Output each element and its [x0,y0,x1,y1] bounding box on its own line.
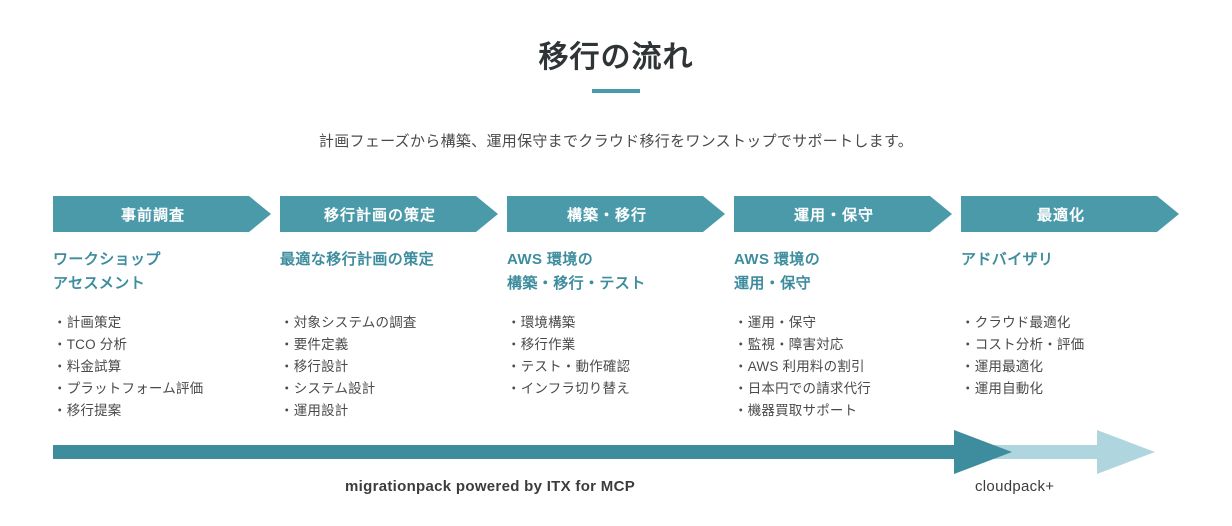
phase-chevron-label: 移行計画の策定 [323,206,436,224]
title-divider [592,89,640,93]
phase-column-2: 最適な移行計画の策定 ・対象システムの調査 ・要件定義 ・移行設計 ・システム設… [280,248,492,422]
phase-chevron-2: 移行計画の策定 [280,196,498,232]
phase-subtitle: アドバイザリ [961,251,1054,268]
list-item: ・インフラ切り替え [507,381,630,396]
list-item: ・コスト分析・評価 [961,337,1085,352]
list-item: ・計画策定 [53,315,122,330]
phase-subtitle: AWS 環境の 運用・保守 [734,251,821,292]
list-item: ・移行設計 [280,359,349,374]
migrationpack-arrow-icon [53,430,1012,474]
phase-chevron-label: 運用・保守 [793,206,874,224]
list-item: ・監視・障害対応 [734,337,844,352]
phase-subtitle: 最適な移行計画の策定 [280,251,435,268]
list-item: ・機器買取サポート [734,403,858,418]
list-item: ・料金試算 [53,359,122,374]
list-item: ・運用最適化 [961,359,1044,374]
list-item: ・運用自動化 [961,381,1044,396]
phase-column-5: アドバイザリ ・クラウド最適化 ・コスト分析・評価 ・運用最適化 ・運用自動化 [961,248,1173,400]
phase-item-list: ・クラウド最適化 ・コスト分析・評価 ・運用最適化 ・運用自動化 [961,312,1173,400]
list-item: ・環境構築 [507,315,576,330]
list-item: ・システム設計 [280,381,376,396]
page-subtitle: 計画フェーズから構築、運用保守までクラウド移行をワンストップでサポートします。 [318,133,914,150]
list-item: ・移行作業 [507,337,576,352]
phase-column-3: AWS 環境の 構築・移行・テスト ・環境構築 ・移行作業 ・テスト・動作確認 … [507,248,719,400]
phase-chevron-4: 運用・保守 [734,196,952,232]
list-item: ・AWS 利用料の割引 [734,359,865,374]
phase-chevron-label: 最適化 [1036,206,1085,224]
phase-column-4: AWS 環境の 運用・保守 ・運用・保守 ・監視・障害対応 ・AWS 利用料の割… [734,248,946,422]
timeline-arrows [0,424,1232,480]
list-item: ・日本円での請求代行 [734,381,871,396]
phase-column-1: ワークショップ アセスメント ・計画策定 ・TCO 分析 ・料金試算 ・プラット… [53,248,265,422]
phase-item-list: ・対象システムの調査 ・要件定義 ・移行設計 ・システム設計 ・運用設計 [280,312,492,422]
list-item: ・TCO 分析 [53,337,128,352]
list-item: ・対象システムの調査 [280,315,417,330]
phase-chevron-5: 最適化 [961,196,1179,232]
phase-chevron-3: 構築・移行 [507,196,725,232]
list-item: ・プラットフォーム評価 [53,381,204,396]
phase-chevron-label: 構築・移行 [566,206,647,224]
phase-subtitle: AWS 環境の 構築・移行・テスト [507,251,646,292]
phase-item-list: ・計画策定 ・TCO 分析 ・料金試算 ・プラットフォーム評価 ・移行提案 [53,312,265,422]
cloudpack-label: cloudpack+ [975,478,1055,495]
migrationpack-label: migrationpack powered by ITX for MCP [345,478,636,495]
phase-header-row: 事前調査 移行計画の策定 構築・移行 運用・保守 最適化 [53,196,1179,232]
phase-chevron-1: 事前調査 [53,196,271,232]
phase-subtitle: ワークショップ アセスメント [53,251,161,292]
list-item: ・テスト・動作確認 [507,359,631,374]
phase-item-list: ・運用・保守 ・監視・障害対応 ・AWS 利用料の割引 ・日本円での請求代行 ・… [734,312,946,422]
list-item: ・移行提案 [53,403,122,418]
list-item: ・運用・保守 [734,315,817,330]
phase-item-list: ・環境構築 ・移行作業 ・テスト・動作確認 ・インフラ切り替え [507,312,719,400]
list-item: ・要件定義 [280,337,349,352]
phase-columns: ワークショップ アセスメント ・計画策定 ・TCO 分析 ・料金試算 ・プラット… [53,248,1179,418]
page-title: 移行の流れ [538,41,694,74]
phase-chevron-label: 事前調査 [120,206,185,224]
list-item: ・クラウド最適化 [961,315,1071,330]
list-item: ・運用設計 [280,403,349,418]
